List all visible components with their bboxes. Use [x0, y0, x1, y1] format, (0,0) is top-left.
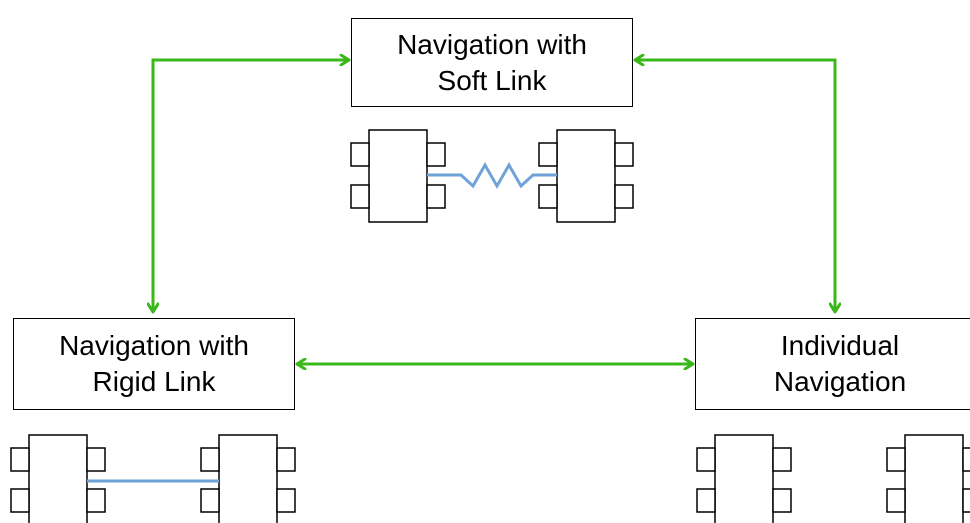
node-navigation-soft-link: Navigation with Soft Link: [351, 18, 633, 107]
node-label-line1: Navigation with: [397, 28, 587, 60]
edge-soft-to-individual-arrow: [635, 60, 835, 312]
edge-rigid-to-soft-arrow: [153, 60, 349, 312]
robot-pair-rigid-link-icon: [10, 434, 296, 523]
node-label-line1: Navigation with: [59, 330, 249, 361]
robot-pair-spring-link-icon: [350, 129, 634, 223]
robot-left-icon: [350, 129, 446, 223]
node-label-line2: Navigation: [773, 366, 907, 397]
node-individual-navigation: Individual Navigation: [695, 318, 970, 410]
node-label-line2: Rigid Link: [92, 366, 216, 397]
robot-pair-unlinked-icon: [696, 434, 970, 523]
robot-right-icon: [200, 434, 296, 523]
node-label-line2: Soft Link: [437, 64, 547, 96]
robot-left-icon: [10, 434, 106, 523]
node-navigation-rigid-link: Navigation with Rigid Link: [13, 318, 295, 410]
robot-right-icon: [538, 129, 634, 223]
robot-left-icon: [696, 434, 792, 523]
robot-right-icon: [886, 434, 970, 523]
node-label-line1: Individual: [780, 330, 900, 361]
spring-link-icon: [427, 161, 557, 190]
